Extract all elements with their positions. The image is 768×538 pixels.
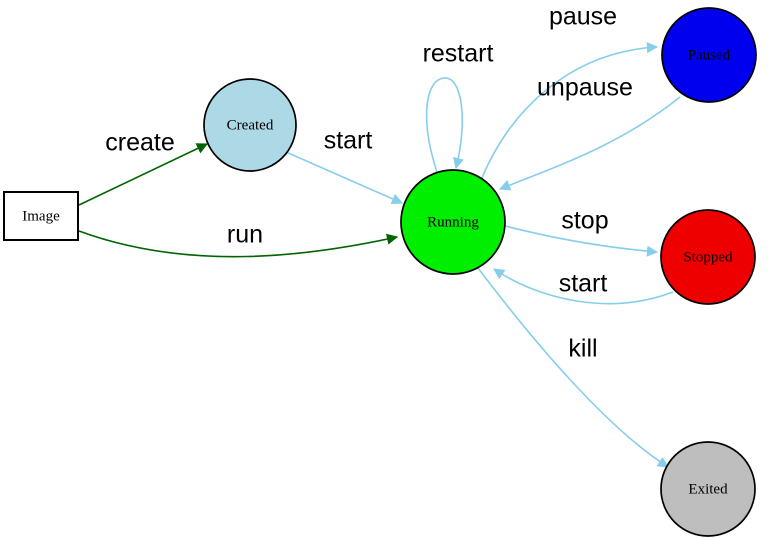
- edge-start-created: start: [285, 127, 404, 205]
- edge-pause-path: [480, 41, 659, 181]
- node-image-label: Image: [22, 208, 60, 224]
- node-running[interactable]: Running: [400, 169, 506, 275]
- edge-kill: kill: [477, 267, 669, 468]
- node-image[interactable]: Image: [3, 191, 79, 241]
- edge-label-restart: restart: [423, 40, 494, 68]
- edge-start-created-path: [285, 151, 404, 205]
- node-stopped[interactable]: Stopped: [660, 209, 756, 305]
- node-image-rect[interactable]: [3, 191, 79, 241]
- edge-label-pause: pause: [549, 3, 617, 31]
- edge-create: create: [78, 129, 209, 206]
- edge-restart-path: [425, 77, 464, 173]
- edge-unpause-path: [498, 96, 681, 191]
- edge-stop: stop: [504, 207, 659, 257]
- edge-label-start-created: start: [324, 127, 373, 155]
- edge-run: run: [78, 221, 399, 258]
- edges-layer: create run start restart pause: [78, 3, 681, 468]
- edge-start-stopped: start: [493, 268, 674, 305]
- edge-label-create: create: [105, 129, 174, 157]
- edge-create-path: [78, 143, 209, 206]
- node-paused-circle[interactable]: [661, 7, 757, 103]
- node-created[interactable]: Created: [203, 78, 297, 172]
- edge-label-kill: kill: [568, 335, 597, 363]
- edge-label-stop: stop: [561, 207, 608, 235]
- node-running-label: Running: [427, 214, 479, 230]
- node-created-label: Created: [227, 117, 274, 133]
- node-exited-label: Exited: [688, 481, 728, 497]
- edge-label-run: run: [227, 221, 263, 249]
- edge-kill-path: [477, 267, 669, 468]
- node-exited[interactable]: Exited: [660, 441, 756, 537]
- node-created-circle[interactable]: [203, 78, 297, 172]
- edge-stop-path: [504, 225, 659, 257]
- nodes-layer: Image Created Running Paused Stopped: [3, 7, 757, 537]
- node-paused[interactable]: Paused: [661, 7, 757, 103]
- edge-restart: restart: [423, 40, 494, 173]
- edge-start-stopped-path: [493, 268, 674, 305]
- node-stopped-circle[interactable]: [660, 209, 756, 305]
- node-paused-label: Paused: [688, 47, 731, 63]
- edge-label-unpause: unpause: [537, 74, 633, 102]
- node-running-circle[interactable]: [400, 169, 506, 275]
- edge-unpause: unpause: [498, 74, 681, 191]
- node-stopped-label: Stopped: [683, 249, 733, 265]
- edge-pause: pause: [480, 3, 659, 181]
- node-exited-circle[interactable]: [660, 441, 756, 537]
- edge-run-path: [78, 230, 399, 258]
- edge-label-start-stopped: start: [559, 270, 608, 298]
